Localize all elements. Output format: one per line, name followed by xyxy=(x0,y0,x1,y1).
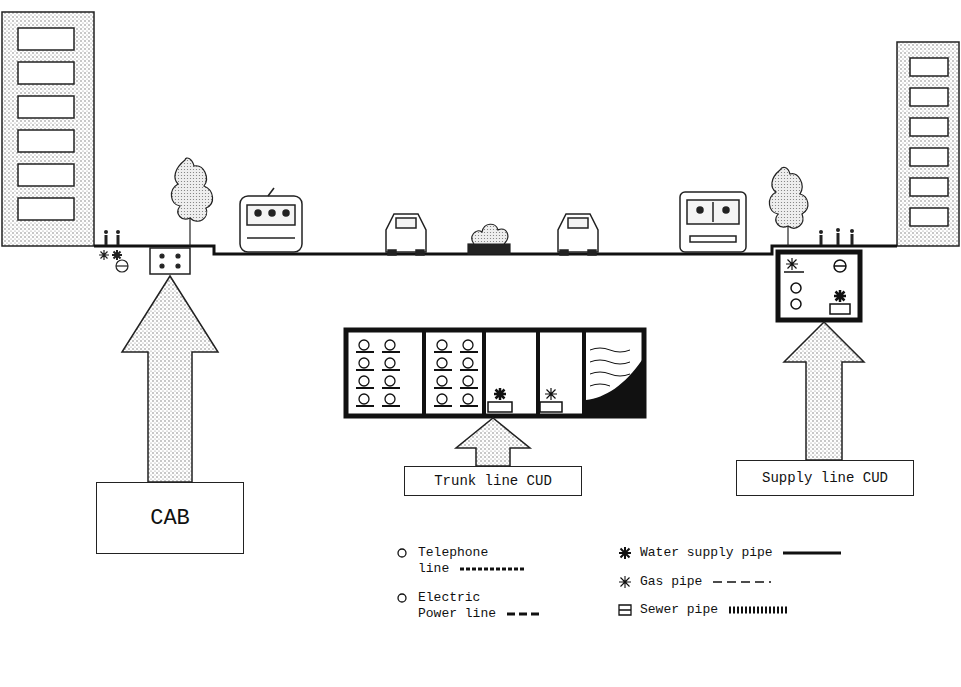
tree xyxy=(769,167,808,246)
legend-line-sample xyxy=(781,548,861,558)
legend-label: Telephone line xyxy=(418,545,488,576)
supply-line-conduit xyxy=(778,252,860,320)
car xyxy=(558,214,598,255)
legend-symbol xyxy=(618,602,640,618)
pointer-arrow xyxy=(784,322,864,460)
legend-symbol xyxy=(618,574,640,590)
box-label: Trunk line CUD xyxy=(434,473,552,489)
legend-line-sample xyxy=(458,564,538,574)
building xyxy=(2,12,94,246)
legend-entry: Electric Power line xyxy=(396,590,514,622)
legend-symbol xyxy=(618,545,640,561)
box-label: Supply line CUD xyxy=(762,470,888,486)
car xyxy=(386,214,426,255)
legend-line-sample xyxy=(727,605,807,615)
legend-entry: Gas pipe xyxy=(618,574,810,590)
legend-entry: Water supply pipe xyxy=(618,545,810,561)
label-box: Trunk line CUD xyxy=(404,466,582,496)
legend-label: Electric Power line xyxy=(418,590,496,621)
legend-line-sample xyxy=(505,609,585,619)
label-box: CAB xyxy=(96,482,244,554)
label-box: Supply line CUD xyxy=(736,460,914,496)
legend-label: Sewer pipe xyxy=(640,602,718,617)
tram xyxy=(240,188,302,252)
cable-bundle xyxy=(356,340,478,406)
building xyxy=(897,42,959,246)
bus xyxy=(680,192,746,252)
legend-label: Gas pipe xyxy=(640,574,702,589)
tree xyxy=(171,158,212,246)
legend-line-sample xyxy=(711,577,791,587)
legend-entry: Sewer pipe xyxy=(618,602,810,618)
cab-buried-utilities xyxy=(99,248,190,274)
pointer-arrow xyxy=(456,418,530,466)
median-shrub xyxy=(468,224,510,254)
box-label: CAB xyxy=(150,506,190,531)
legend-label: Water supply pipe xyxy=(640,545,773,560)
trunk-line-conduit xyxy=(346,330,644,416)
legend-entry: Telephone line xyxy=(396,545,514,577)
legend-symbol xyxy=(396,545,418,561)
legend-symbol xyxy=(396,590,418,606)
pointer-arrow xyxy=(122,276,218,482)
